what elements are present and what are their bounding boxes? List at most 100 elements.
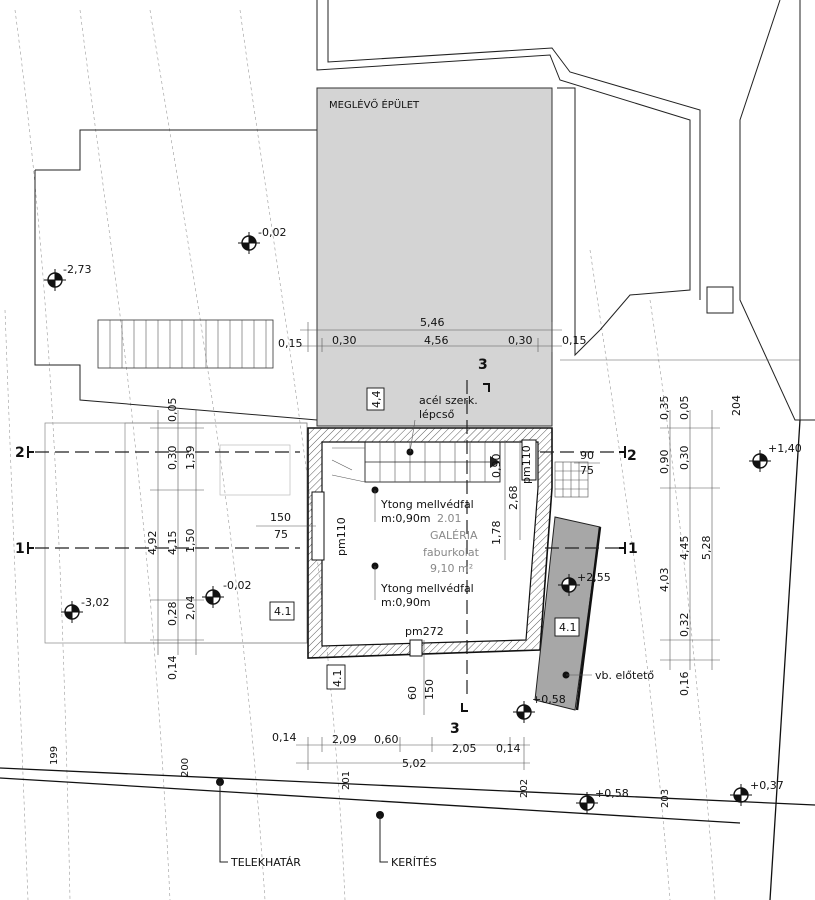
win1-width: 150 (270, 511, 291, 524)
right-dimension-chains (660, 410, 720, 670)
plot-boundary-label: TELEKHATÁR (230, 856, 301, 869)
dim-left-i: 0,14 (166, 656, 179, 681)
dim-bot-total: 5,02 (402, 757, 427, 770)
dim-right-i: 0,16 (678, 672, 691, 697)
elevation-marker (576, 792, 598, 814)
dim-right-h: 0,32 (678, 613, 691, 638)
dim-right-e: 4,03 (658, 568, 671, 593)
table (219, 444, 291, 496)
contour-201: 201 (341, 771, 352, 790)
existing-building (316, 87, 553, 427)
section-marker-1-right: 1 (619, 541, 638, 557)
dim-top-a: 0,15 (278, 337, 303, 350)
parapet-bottom: pm272 (405, 625, 444, 638)
ytong-wall-1-line2: m:0,90m (381, 512, 431, 525)
ytong-wall-1-line1: Ytong mellvédfal (380, 498, 474, 511)
existing-building-label: MEGLÉVŐ ÉPÜLET (329, 97, 420, 111)
dim-right-f: 4,45 (678, 536, 691, 561)
terrain-contours (4, 9, 716, 900)
elevation-marker (61, 601, 83, 623)
room-number: 2.01 (437, 512, 462, 525)
win1-height: 75 (274, 528, 288, 541)
section-marker-1-left: 1 (15, 541, 34, 557)
elevation-marker (238, 232, 260, 254)
dim-top-total: 5,46 (420, 316, 445, 329)
section-3-bottom-label: 3 (450, 721, 460, 737)
steel-stair (331, 441, 501, 483)
dim-left-f: 4,92 (146, 531, 159, 556)
elev-e4: -0,02 (223, 579, 251, 592)
win2-width: 90 (580, 449, 594, 462)
dim-top-d: 0,30 (508, 334, 533, 347)
elev-e3: +1,40 (768, 442, 802, 455)
contour-202: 202 (519, 779, 530, 798)
dim-right-a: 0,35 (658, 396, 671, 421)
section-3-top-label: 3 (478, 357, 488, 373)
section-1-left-label: 1 (15, 541, 25, 557)
dim-left-b: 0,30 (166, 446, 179, 471)
room-area: 9,10 m² (430, 562, 473, 575)
section-1-right-label: 1 (628, 541, 638, 557)
openings (311, 439, 537, 657)
elev-e9: +0,37 (750, 779, 784, 792)
external-stair (97, 319, 274, 369)
dim-150: 150 (423, 679, 436, 700)
dim-bot-e: 0,14 (496, 742, 521, 755)
elevation-marker (202, 586, 224, 608)
plot-boundary-lines (0, 419, 815, 900)
stair-label-1: acél szerk. (419, 394, 478, 407)
gallery-walls (307, 427, 553, 659)
contour-203: 203 (660, 789, 671, 808)
fence-label: KERÍTÉS (391, 856, 437, 869)
tag-4-1-c: 4.1 (331, 670, 344, 688)
section-marker-3-top: 3 (478, 357, 490, 392)
room-name: GALÉRIA (430, 529, 478, 542)
elevation-marker (558, 574, 580, 596)
elev-e2: -2,73 (63, 263, 91, 276)
canopy-label: vb. előtető (595, 669, 654, 682)
dim-left-h: 0,28 (166, 602, 179, 627)
elevation-marker (749, 450, 771, 472)
elev-e1: -0,02 (258, 226, 286, 239)
elevation-marker (44, 269, 66, 291)
dim-right-j: 204 (730, 395, 743, 416)
elev-e7: +0,58 (532, 693, 566, 706)
dim-bot-b: 2,09 (332, 733, 357, 746)
top-dimension-chain (300, 322, 562, 352)
dim-inner-268: 2,68 (507, 486, 520, 511)
dim-inner-178: 1,78 (490, 521, 503, 546)
section-marker-3-bottom: 3 (450, 703, 468, 737)
ytong-wall-2-line2: m:0,90m (381, 596, 431, 609)
dim-left-d: 1,50 (184, 529, 197, 554)
dim-top-e: 0,15 (562, 334, 587, 347)
section-marker-2-right: 2 (619, 446, 637, 464)
section-2-right-label: 2 (627, 448, 637, 464)
dim-bot-c: 0,60 (374, 733, 399, 746)
dim-inner-090: 0,90 (490, 454, 503, 479)
win2-height: 75 (580, 464, 594, 477)
dim-right-g: 5,28 (700, 536, 713, 561)
contour-199: 199 (49, 746, 60, 765)
ytong-wall-2-line1: Ytong mellvédfal (380, 582, 474, 595)
parapet-height-left: pm110 (335, 517, 348, 556)
section-marker-2-left: 2 (15, 445, 34, 461)
terrace-outline (44, 422, 308, 644)
dim-left-c: 1,39 (184, 446, 197, 471)
stair-label-2: lépcső (419, 408, 455, 421)
dim-top-b: 0,30 (332, 334, 357, 347)
dim-bot-a: 0,14 (272, 731, 297, 744)
tag-4-1-a: 4.1 (274, 605, 292, 618)
concrete-canopy (534, 516, 601, 711)
dim-left-a: 0,05 (166, 398, 179, 423)
dim-right-c: 0,90 (658, 450, 671, 475)
elev-e6: +2,55 (577, 571, 611, 584)
bottom-dimension-chain (296, 737, 530, 770)
room-floor: faburkolat (423, 546, 480, 559)
neighbouring-structure (34, 129, 318, 421)
elevation-marker (730, 784, 752, 806)
elev-e8: +0,58 (595, 787, 629, 800)
elev-e5: -3,02 (81, 596, 109, 609)
dim-right-b: 0,05 (678, 396, 691, 421)
parapet-height-right: pm110 (520, 445, 533, 484)
